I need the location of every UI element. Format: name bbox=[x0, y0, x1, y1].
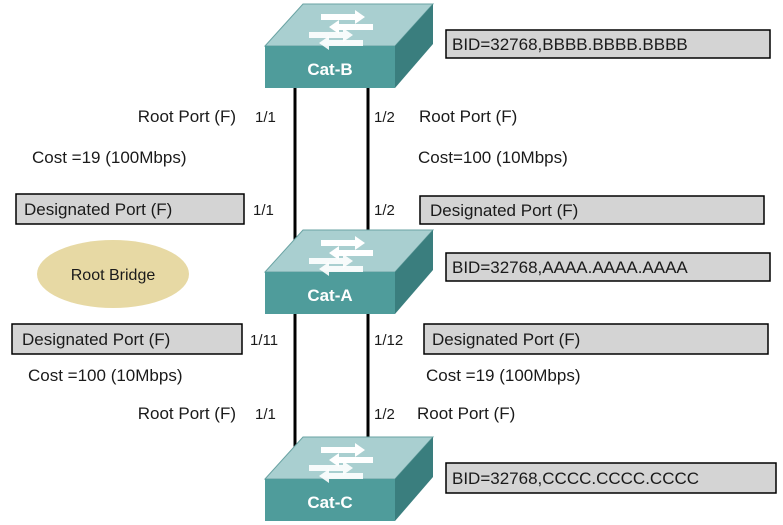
port-role-a-left-lower: Designated Port (F) bbox=[22, 330, 170, 349]
bid-box-cat-c: BID=32768,CCCC.CCCC.CCCC bbox=[445, 462, 777, 494]
switch-icon bbox=[263, 436, 435, 521]
port-role-c-left: Root Port (F) bbox=[138, 404, 236, 423]
bid-box-cat-a: BID=32768,AAAA.AAAA.AAAA bbox=[445, 252, 771, 282]
cost-b-a-right: Cost=100 (10Mbps) bbox=[418, 148, 568, 167]
port-role-b-left: Root Port (F) bbox=[138, 107, 236, 126]
designated-box-a-right-lower: Designated Port (F) bbox=[423, 323, 769, 355]
links bbox=[293, 88, 370, 458]
root-bridge-label: Root Bridge bbox=[71, 267, 156, 284]
bid-text-cat-c: BID=32768,CCCC.CCCC.CCCC bbox=[452, 469, 699, 488]
port-num-a-left-upper: 1/1 bbox=[253, 202, 274, 219]
bid-box-cat-b: BID=32768,BBBB.BBBB.BBBB bbox=[445, 29, 771, 59]
port-role-a-right-upper: Designated Port (F) bbox=[430, 201, 578, 220]
designated-box-a-right-upper: Designated Port (F) bbox=[419, 195, 765, 225]
port-num-c-left: 1/1 bbox=[255, 406, 276, 423]
switch-icon bbox=[263, 3, 435, 88]
switch-cat-c[interactable]: Cat-C bbox=[263, 436, 435, 521]
cost-a-c-right: Cost =19 (100Mbps) bbox=[426, 366, 581, 385]
designated-box-a-left-upper: Designated Port (F) bbox=[15, 193, 245, 225]
port-role-b-right: Root Port (F) bbox=[419, 107, 517, 126]
designated-box-a-left-lower: Designated Port (F) bbox=[11, 323, 243, 355]
switch-name-cat-c: Cat-C bbox=[307, 493, 352, 512]
bid-text-cat-a: BID=32768,AAAA.AAAA.AAAA bbox=[452, 258, 688, 277]
switch-icon bbox=[263, 229, 435, 314]
port-num-c-right: 1/2 bbox=[374, 406, 395, 423]
port-num-b-left: 1/1 bbox=[255, 109, 276, 126]
switch-cat-a[interactable]: Cat-A bbox=[263, 229, 435, 314]
switch-cat-b[interactable]: Cat-B bbox=[263, 3, 435, 88]
bid-text-cat-b: BID=32768,BBBB.BBBB.BBBB bbox=[452, 35, 688, 54]
port-role-c-right: Root Port (F) bbox=[417, 404, 515, 423]
port-num-b-right: 1/2 bbox=[374, 109, 395, 126]
port-num-a-right-lower: 1/12 bbox=[374, 332, 403, 349]
port-num-a-right-upper: 1/2 bbox=[374, 202, 395, 219]
switch-name-cat-a: Cat-A bbox=[307, 286, 352, 305]
root-bridge-badge: Root Bridge bbox=[37, 240, 189, 308]
port-role-a-right-lower: Designated Port (F) bbox=[432, 330, 580, 349]
cost-b-a-left: Cost =19 (100Mbps) bbox=[32, 148, 187, 167]
port-num-a-left-lower: 1/11 bbox=[250, 332, 278, 349]
switch-name-cat-b: Cat-B bbox=[307, 60, 352, 79]
cost-a-c-left: Cost =100 (10Mbps) bbox=[28, 366, 183, 385]
port-role-a-left-upper: Designated Port (F) bbox=[24, 200, 172, 219]
